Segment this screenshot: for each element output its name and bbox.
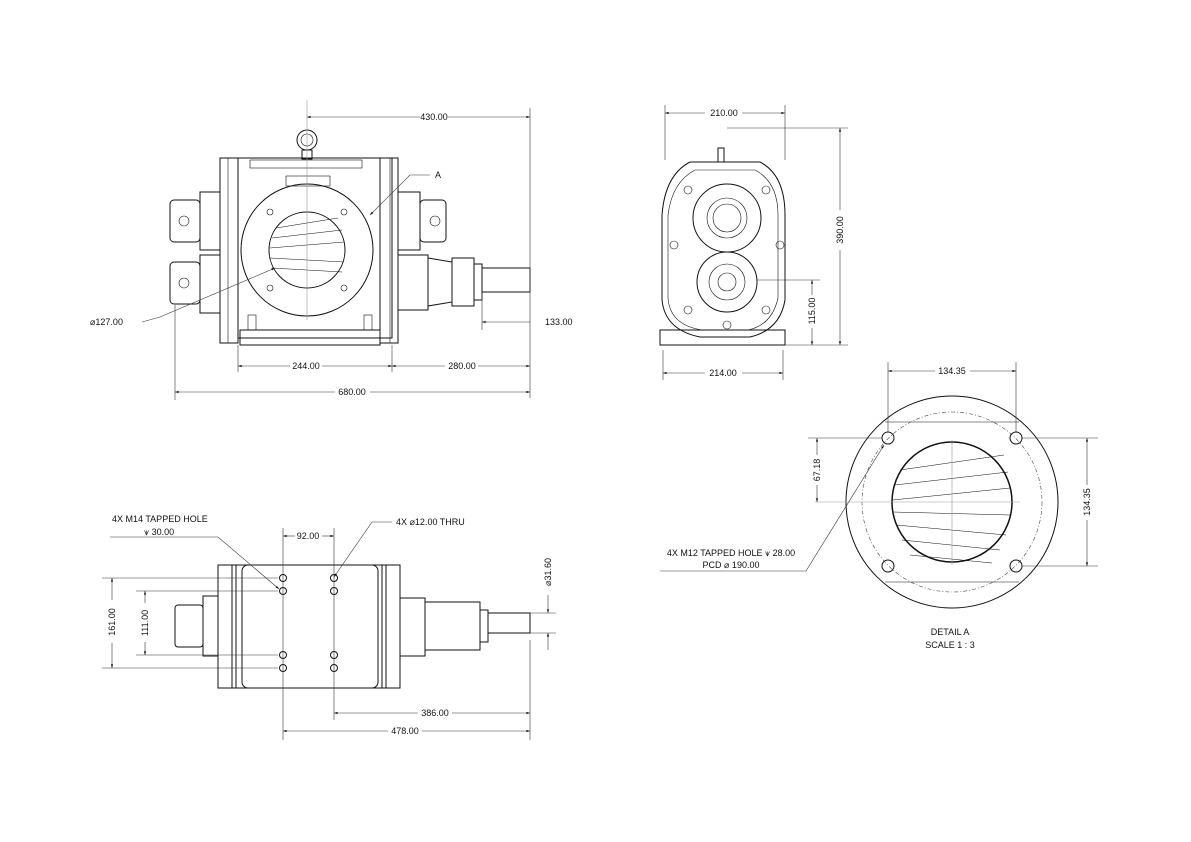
detail-title: DETAIL A [931,627,970,637]
pcd-note: PCD ⌀ 190.00 [703,560,760,570]
dim-386: 386.00 [421,708,449,718]
detail-a-callout: A [435,170,441,180]
mounting-holes [279,574,338,672]
dim-111: 111.00 [140,610,150,636]
dim-244: 244.00 [292,361,320,371]
dim-214: 214.00 [709,368,737,378]
front-view: 430.00 A ⌀127.00 133.00 244.00 280.00 68… [90,100,573,400]
dimensions-front: 430.00 A ⌀127.00 133.00 244.00 280.00 68… [90,108,573,400]
detail-scale: SCALE 1 : 3 [925,640,975,650]
dim-port-diameter: ⌀127.00 [90,317,123,327]
tapped-hole-note: 4X M12 TAPPED HOLE ⩛ 28.00 [667,548,795,558]
dim-92: 92.00 [297,531,320,541]
dim-161: 161.00 [107,608,117,636]
dim-680: 680.00 [338,387,366,397]
pump-body [219,157,399,346]
left-motor-bottom [169,254,221,314]
detail-a-view: 134.35 134.35 67.18 4X M12 TAPPED HOLE ⩛… [660,362,1098,650]
dim-280: 280.00 [448,361,476,371]
dim-133: 133.00 [545,317,573,327]
bottom-view: 92.00 4X M14 TAPPED HOLE ⩛ 30.00 4X ⌀12.… [102,514,556,740]
thru-hole-note: 4X ⌀12.00 THRU [396,517,465,527]
drive-shaft-assembly [397,254,531,311]
dim-430: 430.00 [420,112,448,122]
tapped-hole-depth: ⩛ 30.00 [144,527,174,537]
dimensions-bottom: 92.00 4X M14 TAPPED HOLE ⩛ 30.00 4X ⌀12.… [102,514,556,740]
dim-210: 210.00 [710,108,738,118]
side-view: 210.00 390.00 115.00 214.00 [659,105,848,380]
dim-478: 478.00 [391,726,419,736]
dim-390: 390.00 [835,216,845,244]
dim-134-35-horizontal: 134.35 [938,366,966,376]
dim-shaft-diameter: ⌀31.60 [543,558,553,586]
dimensions-side: 210.00 390.00 115.00 214.00 [662,105,848,380]
dim-67-18: 67.18 [812,459,822,482]
right-motor [397,191,447,251]
dimensions-detail: 134.35 134.35 67.18 4X M12 TAPPED HOLE ⩛… [660,362,1098,650]
dim-115: 115.00 [807,298,817,325]
inlet-flange [240,100,374,320]
dim-134-35-vertical: 134.35 [1082,488,1092,516]
left-motor-top [169,191,221,251]
tapped-hole-note: 4X M14 TAPPED HOLE [112,514,208,524]
